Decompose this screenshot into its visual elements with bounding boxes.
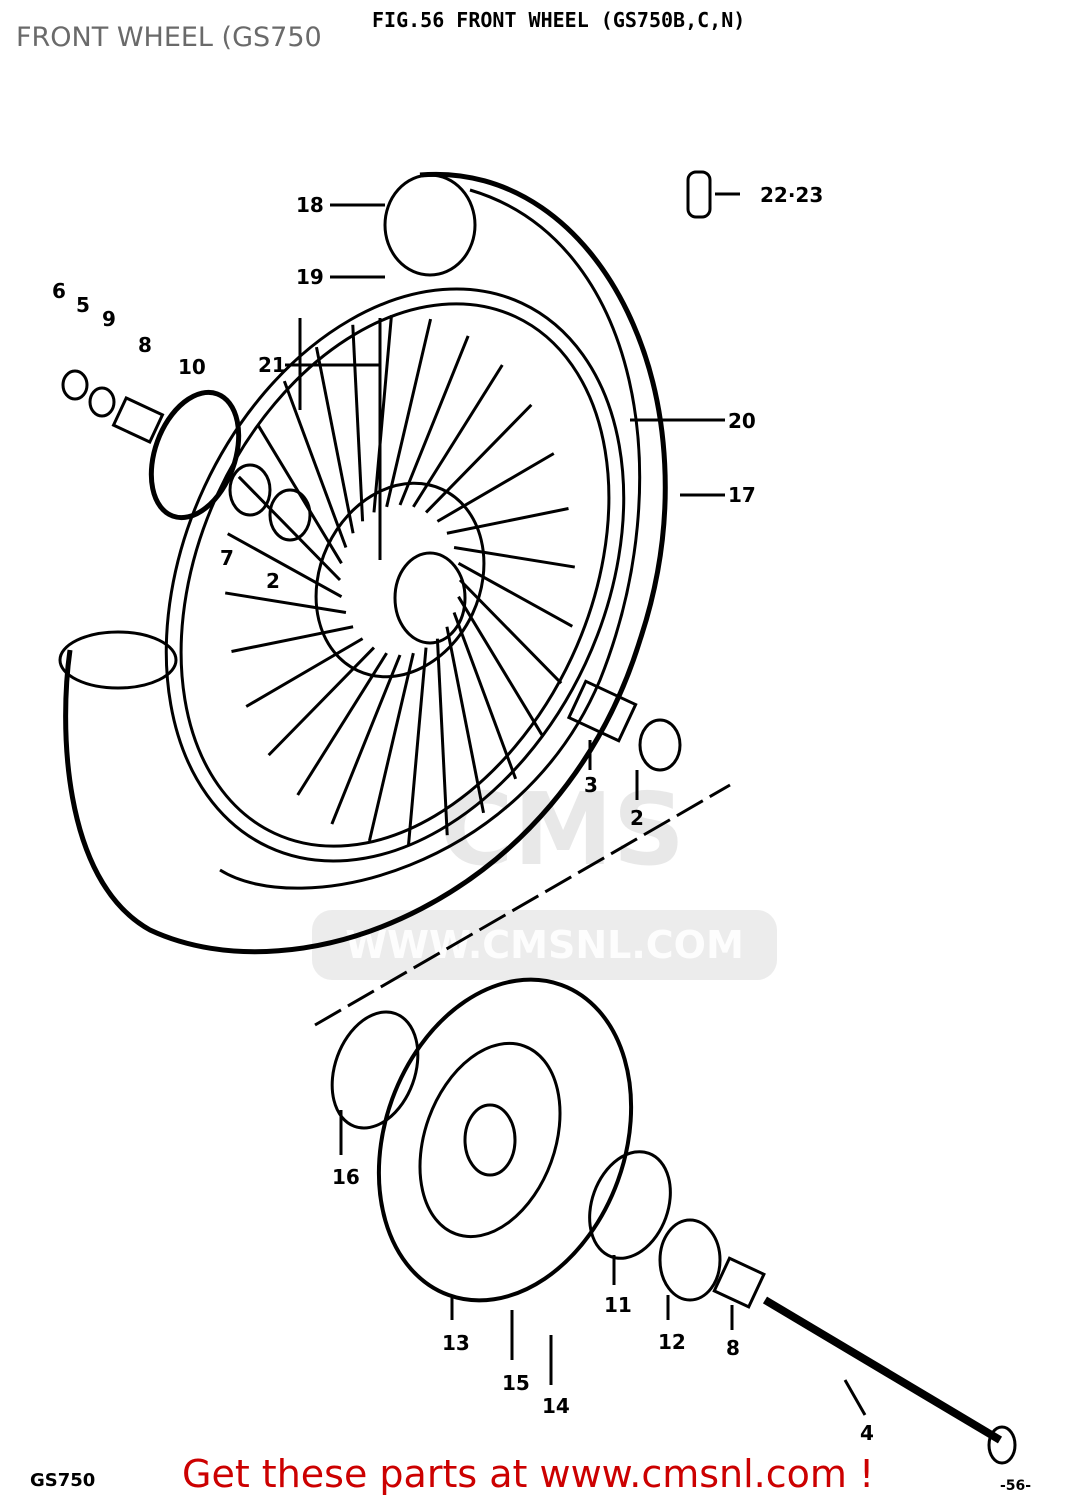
promo-link[interactable]: Get these parts at www.cmsnl.com !	[182, 1452, 875, 1496]
tire-section-top	[383, 173, 477, 277]
hub-bore	[393, 551, 467, 645]
callout-21: 21	[258, 353, 286, 377]
callout-5: 5	[76, 293, 90, 317]
callout-16: 16	[332, 1165, 360, 1189]
balancer-weight	[686, 170, 712, 219]
spacer-right	[566, 679, 638, 743]
bearing-right	[638, 718, 682, 772]
callout-22·23: 22·23	[760, 183, 823, 207]
callout-7: 7	[220, 546, 234, 570]
spoke	[435, 638, 449, 836]
callout-10: 10	[178, 355, 206, 379]
callout-19: 19	[296, 265, 324, 289]
spoke	[351, 324, 365, 522]
callout-14: 14	[542, 1394, 570, 1418]
callout-6: 6	[52, 279, 66, 303]
spoke	[314, 346, 355, 534]
spoke	[245, 637, 364, 708]
spoke	[367, 652, 415, 842]
spoke	[385, 318, 433, 508]
spokes	[224, 315, 576, 845]
callout-17: 17	[728, 483, 756, 507]
callout-8: 8	[138, 333, 152, 357]
spoke	[237, 475, 342, 582]
spoke	[296, 652, 388, 796]
spoke	[407, 647, 428, 845]
center-line	[314, 783, 731, 1027]
callout-2: 2	[266, 569, 280, 593]
spoke	[282, 380, 348, 548]
bearing-left	[228, 463, 272, 517]
spacer	[111, 395, 165, 445]
callout-12: 12	[658, 1330, 686, 1354]
spoke	[424, 403, 533, 514]
watermark-url: WWW.CMSNL.COM	[312, 910, 777, 980]
callout-18: 18	[296, 193, 324, 217]
spacer-axle	[712, 1256, 766, 1309]
spoke	[226, 532, 343, 599]
spoke	[398, 335, 470, 506]
spoke	[446, 507, 569, 535]
leader-lines	[285, 192, 867, 1416]
axle	[762, 1296, 1003, 1444]
overlay-title: FRONT WHEEL (GS750	[16, 22, 322, 53]
spoke	[445, 626, 486, 814]
callout-4: 4	[860, 1421, 874, 1445]
bearing-left-2	[268, 488, 312, 542]
rim	[164, 287, 626, 863]
brake-disc-inner	[418, 1041, 562, 1239]
spoke	[372, 315, 393, 513]
nut	[61, 369, 89, 401]
disc-gasket	[330, 1010, 420, 1130]
spoke	[436, 452, 555, 523]
callout-2: 2	[630, 806, 644, 830]
washer	[88, 386, 116, 418]
callout-9: 9	[102, 307, 116, 331]
brake-disc-center	[463, 1103, 517, 1177]
spoke	[330, 654, 402, 825]
model-label: GS750	[30, 1470, 96, 1491]
page-number: -56-	[1000, 1478, 1032, 1494]
gearbox	[148, 389, 242, 521]
tire-inner-edge	[219, 188, 642, 890]
figure-title: FIG.56 FRONT WHEEL (GS750B,C,N)	[372, 8, 746, 32]
dust-seal	[588, 1150, 672, 1260]
collar	[658, 1218, 722, 1302]
rim-inner	[179, 302, 611, 848]
spoke	[267, 646, 376, 757]
tire	[63, 171, 668, 955]
brake-disc	[376, 977, 634, 1303]
callout-15: 15	[502, 1371, 530, 1395]
spoke	[452, 612, 518, 780]
tire-section-bottom	[58, 630, 178, 690]
spoke	[458, 578, 563, 685]
hub	[314, 481, 486, 679]
axle-head	[987, 1425, 1017, 1465]
callout-11: 11	[604, 1293, 632, 1317]
spoke	[457, 561, 574, 628]
spoke	[224, 591, 347, 615]
callout-8: 8	[726, 1336, 740, 1360]
spoke	[457, 595, 544, 736]
callout-3: 3	[584, 773, 598, 797]
spoke	[231, 625, 354, 653]
spoke	[453, 545, 576, 569]
spoke	[412, 364, 504, 508]
callout-20: 20	[728, 409, 756, 433]
callout-13: 13	[442, 1331, 470, 1355]
